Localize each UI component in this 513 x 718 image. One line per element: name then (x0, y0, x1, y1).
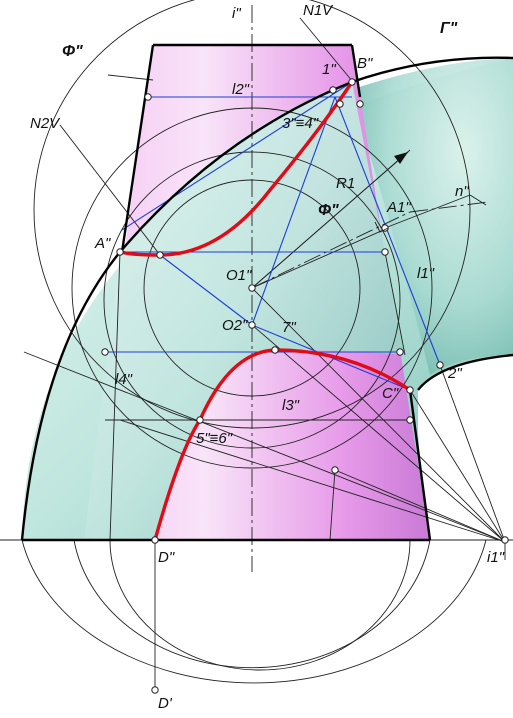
label-l2: l2" (232, 81, 250, 98)
label-o1: O1" (226, 267, 252, 284)
label-a: A" (94, 235, 111, 252)
label-r1: R1 (336, 175, 355, 192)
label-a1: A1" (386, 199, 411, 216)
label-phi-top: Φ" (62, 43, 83, 60)
label-i-axis: i" (232, 5, 241, 22)
blue-construction-lines (105, 81, 441, 391)
intersection-curve-upper (120, 80, 354, 257)
label-d-prime: D' (158, 695, 173, 712)
label-phi-mid: Φ" (318, 202, 339, 219)
intersection-curves (120, 80, 412, 542)
label-n2v: N2V (30, 115, 61, 132)
label-point-3-4: 3"≡4" (282, 115, 319, 132)
intersection-curve-lower (153, 348, 412, 542)
labels: i" N1V Φ" Γ" B" 1" l2" 3"≡4" N2V R1 Φ" A… (30, 2, 505, 712)
label-point-2: 2" (447, 365, 462, 382)
label-d: D" (158, 549, 175, 566)
label-b: B" (357, 55, 373, 72)
label-l3: l3" (282, 397, 300, 414)
label-n1v: N1V (303, 2, 334, 19)
outline-edges (20, 43, 513, 542)
label-point-7: 7" (282, 319, 296, 336)
label-i1: i1" (487, 549, 505, 566)
label-gamma: Γ" (440, 20, 458, 37)
label-o2: O2" (222, 317, 248, 334)
label-point-5-6: 5"≡6" (196, 430, 233, 447)
label-point-1: 1" (322, 61, 336, 78)
points (101, 78, 509, 694)
right-angle-marker (374, 221, 389, 233)
label-n-axis: n" (455, 183, 469, 200)
label-c: C" (382, 385, 399, 402)
radius-arrow (251, 151, 409, 289)
label-l4: l4" (115, 371, 133, 388)
label-l1: l1" (417, 265, 435, 282)
